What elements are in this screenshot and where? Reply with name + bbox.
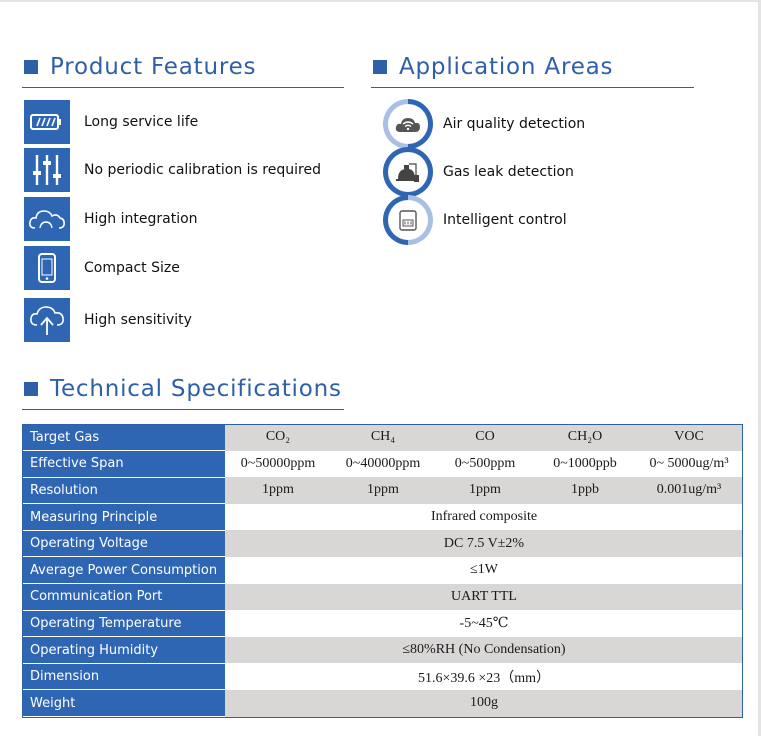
application-areas-title: Application Areas: [399, 54, 614, 80]
technical-specifications-heading: Technical Specifications: [24, 376, 342, 402]
phone-icon: [24, 246, 70, 290]
feature-item-long-service-life: Long service life: [24, 100, 198, 144]
spec-key: Communication Port: [22, 583, 225, 611]
spec-value: 0~500ppm: [435, 450, 535, 478]
table-row-communication-port: Communication Port UART TTL: [22, 583, 743, 611]
spec-value: UART TTL: [225, 583, 743, 611]
spec-value: 0~50000ppm: [225, 450, 331, 478]
spec-value: -5~45℃: [225, 610, 743, 637]
spec-value: 0~40000ppm: [331, 450, 435, 478]
spec-value: VOC: [635, 424, 743, 451]
table-row-power-consumption: Average Power Consumption ≤1W: [22, 556, 743, 585]
heading-square-icon: [24, 60, 38, 74]
frame-top-border: [0, 0, 761, 2]
feature-label: Long service life: [84, 114, 199, 130]
spec-value: CH₄: [331, 424, 435, 451]
frame-right-border: [758, 0, 761, 736]
application-item-intelligent-control: Intelligent control: [383, 195, 567, 245]
sliders-icon: [24, 148, 70, 192]
product-features-underline: [22, 87, 344, 88]
spec-key: Weight: [22, 689, 225, 718]
technical-specifications-title: Technical Specifications: [50, 376, 342, 402]
spec-value: 51.6×39.6 ×23（mm）: [225, 663, 743, 690]
feature-item-high-integration: High integration: [24, 197, 198, 241]
feature-item-no-calibration: No periodic calibration is required: [24, 148, 321, 192]
gas-tank-icon: [396, 163, 419, 182]
cloud-upload-icon: [24, 298, 70, 342]
cloud-icon: [24, 197, 70, 241]
heading-square-icon: [373, 60, 387, 74]
spec-value: Infrared composite: [225, 503, 743, 531]
technical-specifications-underline: [22, 409, 344, 410]
spec-value: 1ppm: [225, 477, 331, 504]
spec-value: 0.001ug/m³: [635, 477, 743, 504]
spec-value: ≤80%RH (No Condensation): [225, 636, 743, 664]
spec-key: Dimension: [22, 663, 225, 691]
cloud-wifi-icon: [395, 118, 420, 132]
spec-key: Operating Humidity: [22, 636, 225, 664]
application-item-gas-leak: Gas leak detection: [383, 147, 574, 197]
table-row-operating-temperature: Operating Temperature -5~45℃: [22, 610, 743, 638]
spec-value: CH₂O: [535, 424, 635, 451]
spec-value: 1ppm: [331, 477, 435, 504]
spec-value: ≤1W: [225, 556, 743, 584]
spec-value: DC 7.5 V±2%: [225, 530, 743, 557]
application-label: Air quality detection: [443, 116, 586, 132]
spec-key: Measuring Principle: [22, 503, 225, 531]
application-areas-underline: [371, 87, 694, 88]
table-row-weight: Weight 100g: [22, 689, 743, 718]
feature-item-compact-size: Compact Size: [24, 246, 180, 290]
ring-icon: [383, 195, 433, 245]
application-item-air-quality: Air quality detection: [383, 99, 585, 149]
table-row-measuring-principle: Measuring Principle Infrared composite: [22, 503, 743, 531]
spec-key: Target Gas: [22, 424, 225, 452]
feature-label: No periodic calibration is required: [84, 162, 321, 178]
table-row-dimension: Dimension 51.6×39.6 ×23（mm）: [22, 663, 743, 691]
spec-key: Operating Temperature: [22, 610, 225, 638]
spec-table: Target Gas CO₂ CH₄ CO CH₂O VOC Effective…: [22, 424, 743, 718]
spec-key: Effective Span: [22, 450, 225, 478]
controller-icon: [399, 210, 417, 231]
spec-value: 0~1000ppb: [535, 450, 635, 478]
table-row-target-gas: Target Gas CO₂ CH₄ CO CH₂O VOC: [22, 424, 743, 452]
feature-item-high-sensitivity: High sensitivity: [24, 298, 192, 342]
battery-icon: [24, 100, 70, 144]
ring-icon: [383, 99, 433, 149]
spec-value: 1ppb: [535, 477, 635, 504]
feature-label: High integration: [84, 211, 198, 227]
spec-value: 0~ 5000ug/m³: [635, 450, 743, 478]
spec-key: Resolution: [22, 477, 225, 505]
feature-label: Compact Size: [84, 260, 180, 276]
table-row-effective-span: Effective Span 0~50000ppm 0~40000ppm 0~5…: [22, 450, 743, 478]
ring-icon: [383, 147, 433, 197]
spec-key: Operating Voltage: [22, 530, 225, 558]
product-features-title: Product Features: [50, 54, 257, 80]
heading-square-icon: [24, 382, 38, 396]
application-label: Gas leak detection: [443, 164, 574, 180]
product-features-heading: Product Features: [24, 54, 256, 80]
spec-value: 100g: [225, 689, 743, 717]
table-row-operating-voltage: Operating Voltage DC 7.5 V±2%: [22, 530, 743, 558]
feature-label: High sensitivity: [84, 312, 192, 328]
spec-key: Average Power Consumption: [22, 556, 225, 585]
spec-value: 1ppm: [435, 477, 535, 504]
table-row-operating-humidity: Operating Humidity ≤80%RH (No Condensati…: [22, 636, 743, 664]
spec-value: CO₂: [225, 424, 331, 451]
application-label: Intelligent control: [443, 212, 567, 228]
application-areas-heading: Application Areas: [373, 54, 613, 80]
spec-value: CO: [435, 424, 535, 451]
table-row-resolution: Resolution 1ppm 1ppm 1ppm 1ppb 0.001ug/m…: [22, 477, 743, 505]
